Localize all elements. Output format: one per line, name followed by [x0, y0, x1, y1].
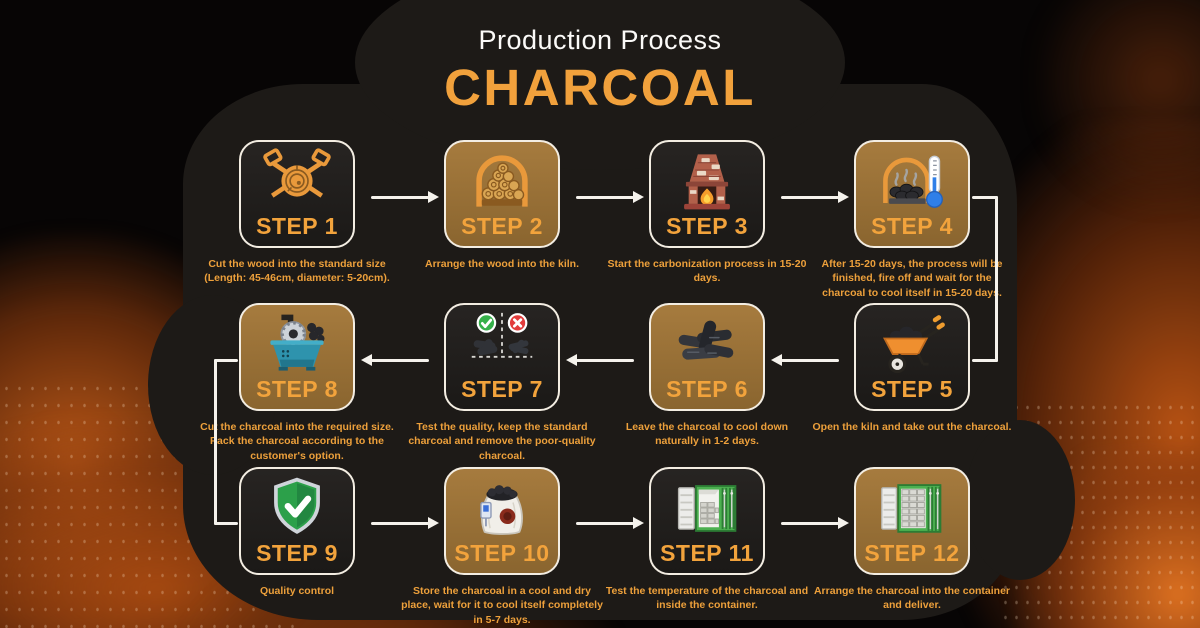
charcoal-pile-icon [671, 305, 743, 377]
storage-bag-icon [466, 469, 538, 541]
step-9-label: STEP 9 [256, 540, 338, 566]
step-7-card: STEP 7 [444, 303, 560, 411]
arrow-step-5-to-6 [781, 359, 839, 362]
step-2-card: STEP 2 [444, 140, 560, 248]
step-8-label: STEP 8 [256, 376, 338, 402]
step-10-description: Store the charcoal in a cool and dry pla… [401, 585, 603, 626]
step-1: STEP 1 Cut the wood into the standard si… [195, 140, 399, 286]
step-1-card: STEP 1 [239, 140, 355, 248]
step-12-label: STEP 12 [864, 540, 960, 566]
step-7-description: Test the quality, keep the standard char… [408, 421, 596, 462]
step-5-description: Open the kiln and take out the charcoal. [812, 421, 1012, 433]
step-11: STEP 11 Test the temperature of the char… [605, 467, 809, 613]
step-5-card: STEP 5 [854, 303, 970, 411]
container-loaded-icon [876, 469, 948, 541]
arrow-step-7-to-8 [371, 359, 429, 362]
step-7-label: STEP 7 [461, 376, 543, 402]
header: Production Process CHARCOAL [0, 0, 1200, 117]
container-open-icon [671, 469, 743, 541]
connector-step-4-to-5-top [972, 196, 998, 199]
step-9: STEP 9 Quality control [195, 467, 399, 598]
wheelbarrow-charcoal-icon [876, 305, 948, 377]
quality-sorting-icon [466, 305, 538, 377]
step-6-description: Leave the charcoal to cool down naturall… [625, 421, 789, 448]
arrow-step-2-to-3 [576, 196, 634, 199]
step-1-label: STEP 1 [256, 213, 338, 239]
step-2-label: STEP 2 [461, 213, 543, 239]
step-5-label: STEP 5 [871, 376, 953, 402]
step-2-description: Arrange the wood into the kiln. [424, 258, 579, 270]
cooling-kiln-thermometer-icon [876, 142, 948, 214]
step-8: STEP 8 Cut the charcoal into the require… [195, 303, 399, 463]
log-and-saws-icon [261, 142, 333, 214]
step-12-description: Arrange the charcoal into the container … [813, 585, 1011, 612]
step-11-card: STEP 11 [649, 467, 765, 575]
cutting-machine-icon [261, 305, 333, 377]
arrow-step-9-to-10 [371, 522, 429, 525]
connector-step-8-to-9-bottom [214, 522, 238, 525]
flame-right-bottom [1010, 450, 1200, 628]
step-3-description: Start the carbonization process in 15-20… [607, 258, 807, 285]
step-11-label: STEP 11 [660, 540, 754, 566]
connector-step-8-to-9-top [214, 359, 238, 362]
step-4-description: After 15-20 days, the process will be fi… [821, 258, 1003, 299]
step-4-label: STEP 4 [871, 213, 953, 239]
step-12: STEP 12 Arrange the charcoal into the co… [810, 467, 1014, 613]
connector-step-4-to-5-bottom [972, 359, 998, 362]
arrow-step-3-to-4 [781, 196, 839, 199]
arrow-step-11-to-12 [781, 522, 839, 525]
step-5: STEP 5 Open the kiln and take out the ch… [810, 303, 1014, 434]
connector-step-4-to-5-vertical [995, 196, 998, 362]
step-9-card: STEP 9 [239, 467, 355, 575]
step-3-card: STEP 3 [649, 140, 765, 248]
arrow-step-10-to-11 [576, 522, 634, 525]
wood-in-kiln-icon [466, 142, 538, 214]
step-8-description: Cut the charcoal into the required size.… [200, 421, 394, 462]
ember-sparks-right [1000, 400, 1200, 628]
step-1-description: Cut the wood into the standard size (Len… [204, 258, 390, 285]
step-10-label: STEP 10 [454, 540, 550, 566]
step-7: STEP 7 Test the quality, keep the standa… [400, 303, 604, 463]
step-8-card: STEP 8 [239, 303, 355, 411]
step-9-description: Quality control [259, 585, 335, 597]
arrow-step-1-to-2 [371, 196, 429, 199]
step-3: STEP 3 Start the carbonization process i… [605, 140, 809, 286]
shield-check-icon [261, 469, 333, 541]
step-10: STEP 10 Store the charcoal in a cool and… [400, 467, 604, 627]
step-12-card: STEP 12 [854, 467, 970, 575]
page-subtitle: Production Process [478, 25, 722, 55]
step-2: STEP 2 Arrange the wood into the kiln. [400, 140, 604, 271]
brick-kiln-fire-icon [671, 142, 743, 214]
step-6-card: STEP 6 [649, 303, 765, 411]
connector-step-8-to-9-vertical [214, 359, 217, 525]
step-4: STEP 4 After 15-20 days, the process wil… [810, 140, 1014, 300]
step-6-label: STEP 6 [666, 376, 748, 402]
step-4-card: STEP 4 [854, 140, 970, 248]
step-11-description: Test the temperature of the charcoal and… [605, 585, 809, 612]
step-3-label: STEP 3 [666, 213, 748, 239]
step-6: STEP 6 Leave the charcoal to cool down n… [605, 303, 809, 449]
step-10-card: STEP 10 [444, 467, 560, 575]
arrow-step-6-to-7 [576, 359, 634, 362]
page-title: CHARCOAL [444, 59, 756, 116]
